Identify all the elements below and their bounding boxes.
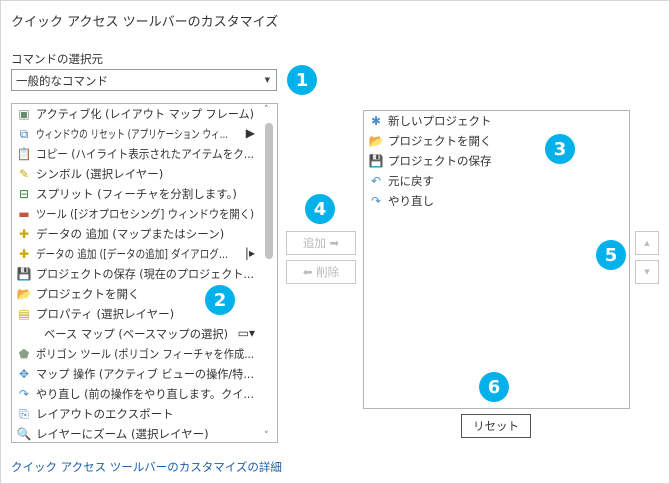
list-item-label: ウィンドウの リセット (アプリケーション ウィ... [36, 127, 228, 141]
polygon-tool-icon: ⬟ [18, 347, 30, 361]
gallery-icon[interactable]: ▭▾ [237, 326, 255, 340]
list-item[interactable]: 💾 プロジェクトの保存 (現在のプロジェクト... [16, 264, 254, 284]
commands-list[interactable]: ˄ ˅ ▣ アクティブ化 (レイアウト マップ フレーム) ⧉ ウィンドウの リセット… [11, 103, 278, 443]
list-item-label: レイヤーにズーム (選択レイヤー) [36, 427, 209, 441]
callout-badge-5: 5 [596, 240, 626, 270]
scrollbar-thumb[interactable] [265, 123, 273, 259]
move-down-button[interactable]: ▼ [635, 260, 659, 284]
list-item-label: マップ 操作 (アクティブ ビューの操作/特... [36, 367, 254, 381]
list-item-label: プロジェクトの保存 (現在のプロジェクト... [36, 267, 254, 281]
list-item[interactable]: ⬟ ポリゴン ツール (ポリゴン フィーチャを作成... [16, 344, 254, 364]
save-project-icon: 💾 [368, 154, 384, 168]
callout-badge-6: 6 [479, 372, 509, 402]
dialog-title: クイック アクセス ツールバーのカスタマイズ [11, 15, 279, 30]
list-item-label: プロジェクトを開く [36, 287, 140, 301]
list-item-label: プロジェクトの保存 [388, 154, 492, 168]
add-data-icon: ✚ [18, 247, 30, 261]
list-item[interactable]: ▬ ツール ([ジオプロセシング] ウィンドウを開く) [16, 204, 254, 224]
activate-icon: ▣ [18, 107, 30, 121]
list-item-label: プロパティ (選択レイヤー) [36, 307, 175, 321]
remove-label: 削除 [316, 265, 340, 279]
triangle-up-icon: ▲ [644, 239, 650, 247]
toolbar-items-list[interactable]: ✱ 新しいプロジェクト 📂 プロジェクトを開く 💾 プロジェクトの保存 ↶ 元に戻す ↷ やり直し [363, 110, 630, 409]
list-item-label: アクティブ化 (レイアウト マップ フレーム) [36, 107, 254, 121]
scroll-down-icon[interactable]: ˅ [264, 431, 269, 441]
list-item-label: 新しいプロジェクト [388, 114, 492, 128]
new-project-icon: ✱ [370, 114, 382, 128]
chevron-down-icon: ▼ [264, 76, 270, 84]
undo-icon: ↶ [370, 174, 382, 188]
list-item-label: ベース マップ (ベースマップの選択) [44, 327, 228, 341]
list-item[interactable]: ↷ やり直し [368, 191, 434, 211]
save-project-icon: 💾 [16, 267, 32, 281]
scrollbar[interactable]: ˄ ˅ [262, 105, 276, 441]
list-item[interactable]: ✥ マップ 操作 (アクティブ ビューの操作/特... [16, 364, 254, 384]
list-item-label: やり直し [388, 194, 434, 208]
toolbox-icon: ▬ [18, 207, 30, 221]
open-project-icon: 📂 [16, 287, 32, 301]
symbol-icon: ✎ [18, 167, 30, 181]
list-item-label: 元に戻す [388, 174, 434, 188]
map-navigate-icon: ✥ [18, 367, 30, 381]
list-item[interactable]: 💾 プロジェクトの保存 [368, 151, 492, 171]
command-source-dropdown[interactable]: 一般的なコマンド ▼ [11, 69, 277, 91]
add-label: 追加 [302, 236, 326, 250]
blank-icon [16, 326, 40, 342]
list-item[interactable]: ⎘ レイアウトのエクスポート [16, 404, 174, 424]
list-item-label: ポリゴン ツール (ポリゴン フィーチャを作成... [36, 347, 254, 361]
list-item-label: シンボル (選択レイヤー) [36, 167, 164, 181]
list-item[interactable]: 🔍 レイヤーにズーム (選択レイヤー) [16, 424, 209, 444]
list-item-label: やり直し (前の操作をやり直します。クイ... [36, 387, 254, 401]
submenu-arrow-icon[interactable]: ▶ [245, 126, 255, 140]
list-item[interactable]: ✱ 新しいプロジェクト [368, 111, 492, 131]
list-item-label: ツール ([ジオプロセシング] ウィンドウを開く) [36, 207, 254, 221]
export-layout-icon: ⎘ [19, 406, 29, 421]
list-item-label: コピー (ハイライト表示されたアイテムをク... [36, 147, 254, 161]
callout-badge-2: 2 [205, 285, 235, 315]
list-item[interactable]: 📂 プロジェクトを開く [16, 284, 140, 304]
open-project-icon: 📂 [368, 134, 384, 148]
scroll-up-icon[interactable]: ˄ [264, 105, 269, 115]
list-item[interactable]: ベース マップ (ベースマップの選択) [16, 324, 228, 344]
list-item[interactable]: ▤ プロパティ (選択レイヤー) [16, 304, 174, 324]
split-icon: ⊟ [18, 187, 30, 201]
remove-button[interactable]: ⬅ 削除 [286, 260, 356, 284]
list-item[interactable]: 📋 コピー (ハイライト表示されたアイテムをク... [16, 144, 254, 164]
list-item[interactable]: ⧉ ウィンドウの リセット (アプリケーション ウィ... [16, 124, 228, 144]
reset-button[interactable]: リセット [461, 414, 531, 438]
callout-badge-1: 1 [287, 65, 317, 95]
callout-badge-3: 3 [545, 134, 575, 164]
move-up-button[interactable]: ▲ [635, 231, 659, 255]
arrow-right-icon: ➡ [329, 236, 340, 250]
redo-icon: ↷ [370, 194, 382, 208]
list-item-label: プロジェクトを開く [388, 134, 492, 148]
add-data-icon: ✚ [18, 227, 30, 241]
add-button[interactable]: 追加 ➡ [286, 231, 356, 255]
list-item[interactable]: ⊟ スプリット (フィーチャを分割します。) [16, 184, 237, 204]
triangle-down-icon: ▼ [644, 268, 650, 276]
list-item[interactable]: ↶ 元に戻す [368, 171, 434, 191]
properties-icon: ▤ [18, 307, 30, 321]
split-arrow-icon[interactable]: |▸ [244, 246, 255, 260]
list-item-label: レイアウトのエクスポート [36, 407, 174, 421]
list-item[interactable]: ▣ アクティブ化 (レイアウト マップ フレーム) [16, 104, 254, 124]
list-item-label: スプリット (フィーチャを分割します。) [36, 187, 237, 201]
list-item[interactable]: ✎ シンボル (選択レイヤー) [16, 164, 163, 184]
copy-icon: 📋 [16, 147, 32, 161]
list-item[interactable]: ↷ やり直し (前の操作をやり直します。クイ... [16, 384, 254, 404]
help-link[interactable]: クイック アクセス ツールバーのカスタマイズの詳細 [11, 460, 282, 474]
callout-badge-4: 4 [305, 194, 335, 224]
zoom-to-layer-icon: 🔍 [16, 427, 32, 441]
list-item-label: データの 追加 ([データの追加] ダイアログ... [36, 247, 228, 261]
source-label: コマンドの選択元 [11, 52, 103, 66]
dropdown-value: 一般的なコマンド [16, 74, 108, 88]
list-item[interactable]: 📂 プロジェクトを開く [368, 131, 492, 151]
list-item-label: データの 追加 (マップまたはシーン) [36, 227, 225, 241]
redo-icon: ↷ [18, 387, 30, 401]
list-item[interactable]: ✚ データの 追加 ([データの追加] ダイアログ... [16, 244, 228, 264]
arrow-left-icon: ⬅ [302, 265, 313, 279]
reset-window-icon: ⧉ [19, 126, 29, 141]
list-item[interactable]: ✚ データの 追加 (マップまたはシーン) [16, 224, 224, 244]
